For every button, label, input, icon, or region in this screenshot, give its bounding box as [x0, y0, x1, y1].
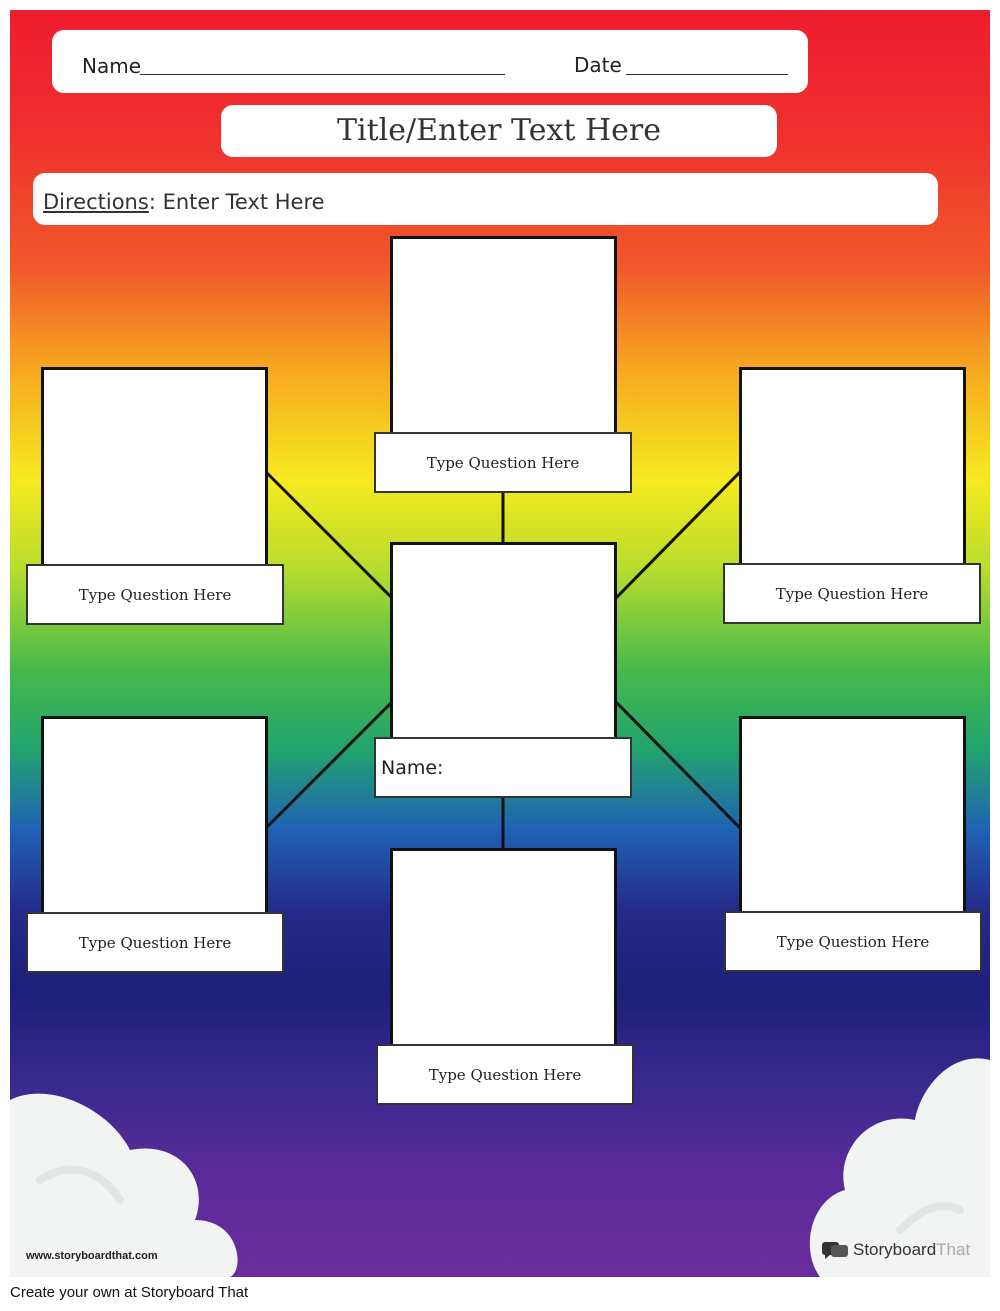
- footer-credit[interactable]: Create your own at Storyboard That: [10, 1284, 249, 1301]
- directions-bar[interactable]: Directions: Enter Text Here: [33, 173, 938, 225]
- speech-bubble-icon: [822, 1242, 848, 1259]
- center-name-label[interactable]: Name:: [374, 737, 632, 798]
- logo-text-storyboard: Storyboard: [853, 1240, 937, 1259]
- lower-left-box[interactable]: [41, 716, 268, 916]
- cloud-left-decoration: [10, 1093, 238, 1277]
- top-box[interactable]: [390, 236, 617, 436]
- top-question-label[interactable]: Type Question Here: [374, 432, 632, 493]
- name-label: Name: [82, 54, 142, 78]
- directions: Directions: Enter Text Here: [43, 190, 325, 214]
- lower-left-question-label[interactable]: Type Question Here: [26, 912, 284, 973]
- directions-text: : Enter Text Here: [148, 190, 325, 214]
- lower-right-box[interactable]: [739, 716, 966, 916]
- cloud-right-decoration: [809, 1058, 990, 1277]
- center-box[interactable]: [390, 542, 617, 742]
- upper-left-question-label[interactable]: Type Question Here: [26, 564, 284, 625]
- bottom-question-label[interactable]: Type Question Here: [376, 1044, 634, 1105]
- worksheet: Name Date Title/Enter Text Here Directio…: [10, 10, 990, 1277]
- date-label: Date: [574, 53, 622, 77]
- title-bar[interactable]: Title/Enter Text Here: [221, 105, 777, 157]
- upper-right-box[interactable]: [739, 367, 966, 567]
- page-title: Title/Enter Text Here: [337, 113, 661, 148]
- upper-left-box[interactable]: [41, 367, 268, 567]
- name-date-bar: Name Date: [52, 30, 808, 93]
- directions-label: Directions: [43, 190, 149, 214]
- name-line[interactable]: [140, 74, 505, 75]
- bottom-box[interactable]: [390, 848, 617, 1048]
- lower-right-question-label[interactable]: Type Question Here: [724, 911, 982, 972]
- upper-right-question-label[interactable]: Type Question Here: [723, 563, 981, 624]
- logo-text-that: That: [936, 1240, 971, 1259]
- connector-lines: [264, 470, 742, 850]
- website-url: www.storyboardthat.com: [26, 1250, 158, 1262]
- date-line[interactable]: [626, 74, 788, 75]
